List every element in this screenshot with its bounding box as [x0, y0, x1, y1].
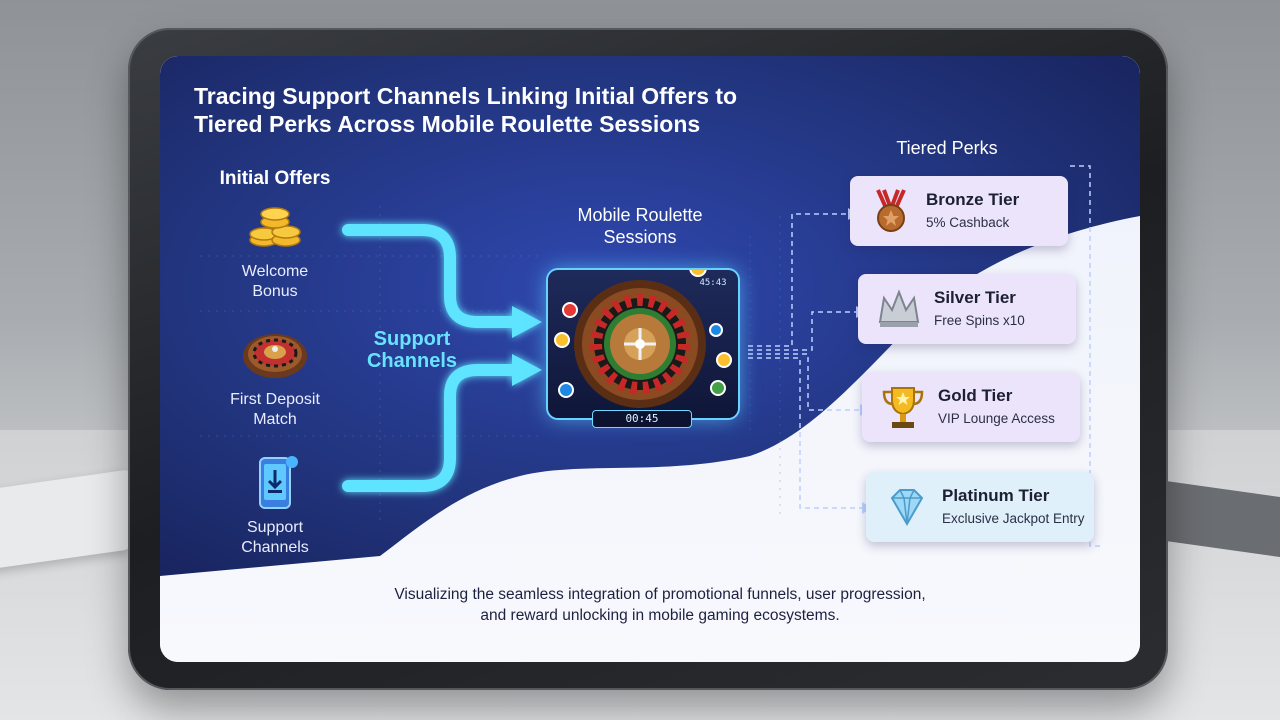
roulette-wheel-icon [243, 334, 307, 378]
title-line-1: Tracing Support Channels Linking Initial… [194, 83, 738, 109]
offer-label-line: Welcome [241, 263, 309, 280]
support-label-line: Support [373, 328, 451, 350]
footer-caption: Visualizing the seamless integration of … [350, 584, 970, 626]
offer-first-deposit-match: First Deposit Match [205, 390, 345, 430]
tier-name: Bronze Tier [926, 190, 1020, 209]
sessions-label-line: Sessions [603, 227, 677, 247]
tier-card-platinum: Platinum Tier Exclusive Jackpot Entry [866, 472, 1094, 542]
tier-perk: VIP Lounge Access [938, 411, 1055, 426]
caption-line-1: Visualizing the seamless integration of … [394, 586, 926, 603]
support-label-line: Channels [366, 350, 458, 372]
tier-card-bronze: Bronze Tier 5% Cashback [850, 176, 1068, 246]
caption-line-2: and reward unlocking in mobile gaming ec… [480, 607, 840, 624]
session-timer: 00:45 [592, 410, 692, 428]
sessions-label-line: Mobile Roulette [577, 205, 703, 225]
offer-label-line: Bonus [252, 283, 298, 300]
gold-trophy-icon [882, 387, 924, 428]
tier-name: Platinum Tier [942, 486, 1050, 505]
tablet-screen: Tracing Support Channels Linking Initial… [160, 56, 1140, 662]
tier-perk: 5% Cashback [926, 215, 1010, 230]
bronze-medal-icon [876, 189, 906, 232]
title-line-2: Tiered Perks Across Mobile Roulette Sess… [194, 111, 701, 137]
silver-crown-icon [878, 289, 920, 327]
mobile-download-icon [259, 456, 298, 509]
offer-label-line: Match [253, 411, 297, 428]
roulette-table-graphic [554, 270, 732, 408]
tier-name: Silver Tier [934, 288, 1016, 307]
tier-name: Gold Tier [938, 386, 1013, 405]
tier-card-gold: Gold Tier VIP Lounge Access [862, 372, 1080, 442]
sessions-label: Mobile Roulette Sessions [545, 204, 735, 248]
gold-coins-icon [249, 207, 301, 247]
offer-welcome-bonus: Welcome Bonus [210, 262, 340, 302]
session-corner-readout: 45:43 [699, 278, 727, 288]
page-title: Tracing Support Channels Linking Initial… [194, 82, 834, 138]
initial-offers-heading: Initial Offers [219, 168, 331, 189]
diamond-icon [890, 489, 924, 527]
offer-label-line: Support [246, 519, 304, 536]
tier-perk: Exclusive Jackpot Entry [942, 511, 1085, 526]
support-channels-label: Support Channels [342, 328, 482, 372]
tier-perk: Free Spins x10 [934, 313, 1025, 328]
offer-label-line: First Deposit [230, 391, 320, 408]
tiered-perks-heading: Tiered Perks [896, 138, 998, 158]
offer-support-channels: Support Channels [210, 518, 340, 558]
tier-card-silver: Silver Tier Free Spins x10 [858, 274, 1076, 344]
offer-label-line: Channels [241, 539, 309, 556]
